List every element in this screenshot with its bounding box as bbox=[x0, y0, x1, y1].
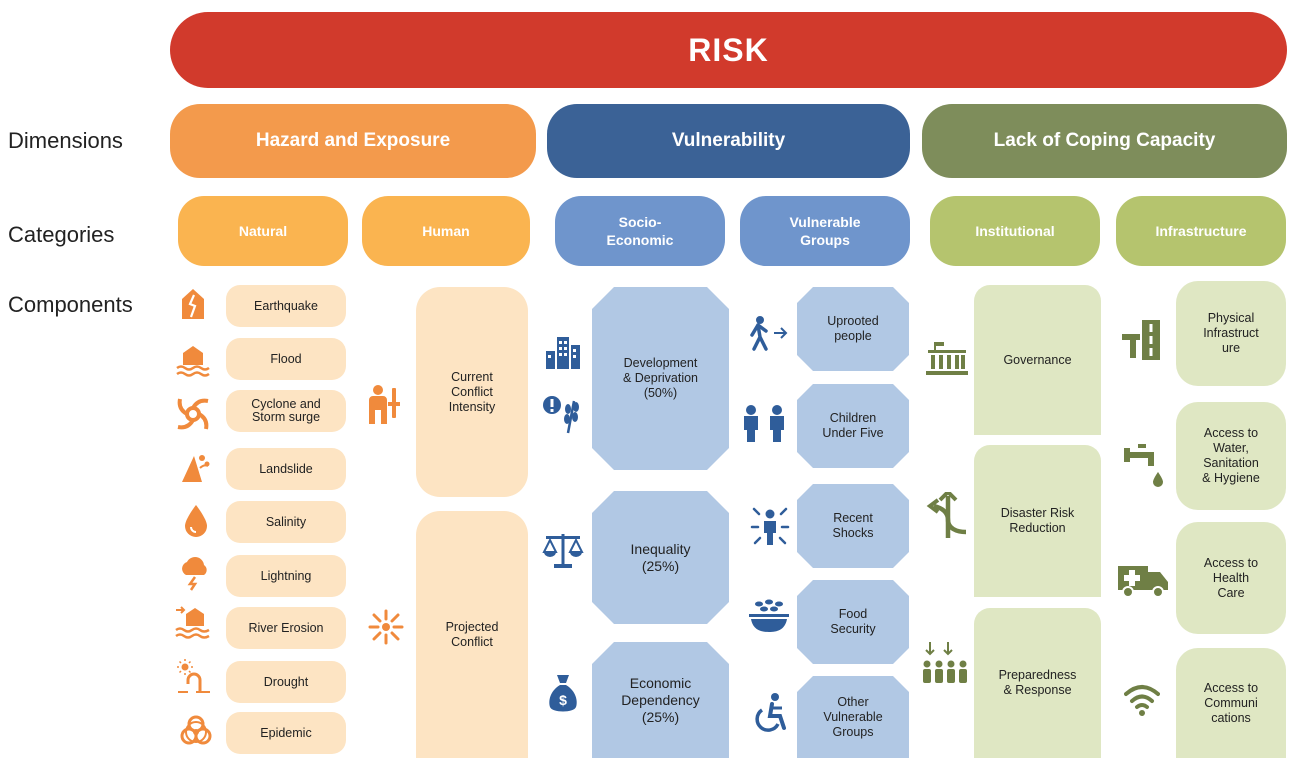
component-children-under-five: Children Under Five bbox=[797, 384, 909, 468]
drought-icon bbox=[177, 659, 210, 693]
infrastructure-icon bbox=[1122, 320, 1160, 360]
city-buildings-icon bbox=[546, 337, 580, 369]
component-lightning: Lightning bbox=[226, 555, 346, 597]
component-earthquake: Earthquake bbox=[226, 285, 346, 327]
flood-icon bbox=[176, 346, 210, 377]
people-group-icon bbox=[923, 642, 967, 683]
children-icon bbox=[744, 405, 784, 442]
conflict-person-icon bbox=[369, 385, 400, 424]
shock-person-icon bbox=[750, 507, 790, 545]
dimensions-row-label: Dimensions bbox=[8, 128, 123, 153]
river-erosion-icon bbox=[175, 606, 210, 639]
component-river-erosion: River Erosion bbox=[226, 607, 346, 649]
risk-title: RISK bbox=[170, 12, 1287, 88]
component-epidemic: Epidemic bbox=[226, 712, 346, 754]
category-human: Human bbox=[362, 196, 530, 266]
component-health-care: Access to Health Care bbox=[1176, 522, 1286, 634]
component-water-sanitation-hygiene: Access to Water, Sanitation & Hygiene bbox=[1176, 402, 1286, 510]
components-row-label: Components bbox=[8, 292, 133, 317]
money-bag-icon: $ bbox=[549, 675, 577, 712]
lightning-cloud-icon bbox=[182, 557, 207, 591]
svg-text:$: $ bbox=[559, 692, 567, 708]
component-development-deprivation: Development & Deprivation (50%) bbox=[592, 287, 729, 470]
component-inequality: Inequality (25%) bbox=[592, 491, 729, 624]
explosion-icon bbox=[368, 609, 404, 645]
component-communications: Access to Communi cations bbox=[1176, 648, 1286, 758]
category-institutional: Institutional bbox=[930, 196, 1100, 266]
wifi-icon bbox=[1124, 685, 1160, 716]
dimension-lack-of-coping-capacity: Lack of Coping Capacity bbox=[922, 104, 1287, 178]
ambulance-icon bbox=[1118, 566, 1168, 598]
government-building-icon bbox=[926, 342, 968, 375]
component-current-conflict-intensity: Current Conflict Intensity bbox=[416, 287, 528, 497]
earthquake-icon bbox=[182, 289, 204, 319]
component-cyclone-storm-surge: Cyclone and Storm surge bbox=[226, 390, 346, 432]
salinity-drop-icon bbox=[185, 505, 207, 537]
component-uprooted-people: Uprooted people bbox=[797, 287, 909, 371]
scales-icon bbox=[542, 534, 584, 568]
component-governance: Governance bbox=[974, 285, 1101, 435]
wheelchair-icon bbox=[755, 693, 786, 732]
component-flood: Flood bbox=[226, 338, 346, 380]
dimension-hazard-exposure: Hazard and Exposure bbox=[170, 104, 536, 178]
wheat-alert-icon bbox=[543, 396, 579, 434]
displaced-person-icon bbox=[750, 316, 788, 351]
category-socio-economic: Socio- Economic bbox=[555, 196, 725, 266]
component-salinity: Salinity bbox=[226, 501, 346, 543]
food-bowl-icon bbox=[749, 599, 789, 632]
component-food-security: Food Security bbox=[797, 580, 909, 664]
biohazard-icon bbox=[180, 715, 212, 745]
component-recent-shocks: Recent Shocks bbox=[797, 484, 909, 568]
dimension-vulnerability: Vulnerability bbox=[547, 104, 910, 178]
categories-row-label: Categories bbox=[8, 222, 115, 247]
cyclone-icon bbox=[177, 398, 209, 430]
component-projected-conflict: Projected Conflict bbox=[416, 511, 528, 758]
category-vulnerable-groups: Vulnerable Groups bbox=[740, 196, 910, 266]
branching-arrows-icon bbox=[926, 492, 967, 538]
water-tap-icon bbox=[1124, 444, 1163, 487]
component-preparedness-response: Preparedness & Response bbox=[974, 608, 1101, 758]
component-drought: Drought bbox=[226, 661, 346, 703]
component-landslide: Landslide bbox=[226, 448, 346, 490]
component-economic-dependency: Economic Dependency (25%) bbox=[592, 642, 729, 758]
landslide-icon bbox=[182, 455, 210, 482]
component-other-vulnerable-groups: Other Vulnerable Groups bbox=[797, 676, 909, 758]
component-physical-infrastructure: Physical Infrastruct ure bbox=[1176, 281, 1286, 386]
category-infrastructure: Infrastructure bbox=[1116, 196, 1286, 266]
component-disaster-risk-reduction: Disaster Risk Reduction bbox=[974, 445, 1101, 597]
category-natural: Natural bbox=[178, 196, 348, 266]
